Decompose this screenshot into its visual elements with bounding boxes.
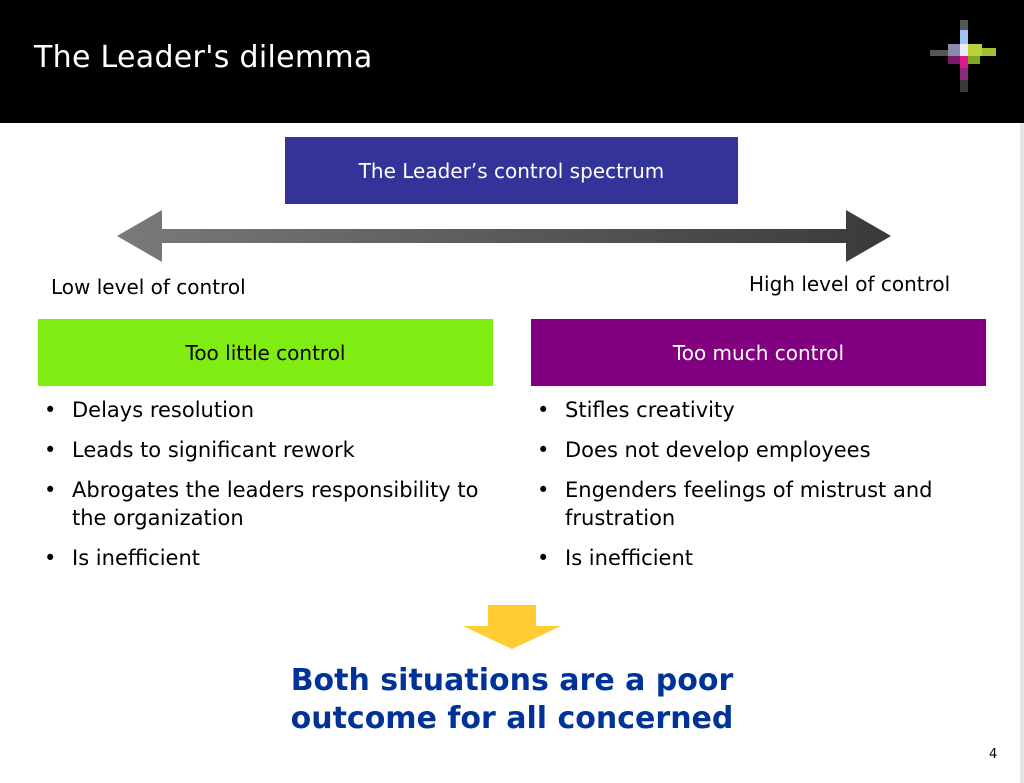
bullet-icon: • <box>537 478 550 502</box>
bullet-icon: • <box>44 398 57 422</box>
bullet-icon: • <box>44 438 57 462</box>
bullet-text: Does not develop employees <box>565 438 871 462</box>
list-item: • Delays resolution <box>38 396 498 424</box>
logo-icon <box>930 20 996 92</box>
bullet-text: Engenders feelings of mistrust and frust… <box>565 478 933 530</box>
right-edge-bar <box>1020 123 1024 783</box>
bullet-text: Delays resolution <box>72 398 255 422</box>
too-much-control-header: Too much control <box>531 319 986 386</box>
down-arrow-icon <box>463 605 561 649</box>
list-item: • Abrogates the leaders responsibility to… <box>38 476 498 532</box>
too-much-bullet-list: • Stifles creativity • Does not develop em… <box>531 396 971 584</box>
conclusion-line-2: outcome for all concerned <box>290 701 734 736</box>
bullet-text: Stifles creativity <box>565 398 735 422</box>
bullet-text: Is inefficient <box>72 546 201 570</box>
list-item: • Does not develop employees <box>531 436 971 464</box>
title-bar: The Leader's dilemma <box>0 0 1024 123</box>
bullet-text: Leads to significant rework <box>72 438 355 462</box>
conclusion-text: Both situations are a poor outcome for a… <box>212 662 812 738</box>
page-number: 4 <box>989 747 998 762</box>
too-little-control-header: Too little control <box>38 319 493 386</box>
spectrum-title-box: The Leader’s control spectrum <box>285 137 738 204</box>
list-item: • Leads to significant rework <box>38 436 498 464</box>
too-much-control-label: Too much control <box>672 340 845 365</box>
too-little-control-label: Too little control <box>185 340 346 365</box>
bullet-icon: • <box>537 438 550 462</box>
list-item: • Is inefficient <box>531 544 971 572</box>
conclusion-line-1: Both situations are a poor <box>290 663 734 698</box>
list-item: • Engenders feelings of mistrust and frus… <box>531 476 971 532</box>
high-control-label: High level of control <box>749 272 951 296</box>
bullet-icon: • <box>44 546 57 570</box>
spectrum-title: The Leader’s control spectrum <box>358 158 665 183</box>
low-control-label: Low level of control <box>51 275 246 299</box>
double-headed-arrow-icon <box>117 210 891 262</box>
list-item: • Stifles creativity <box>531 396 971 424</box>
list-item: • Is inefficient <box>38 544 498 572</box>
bullet-icon: • <box>44 478 57 502</box>
too-little-bullet-list: • Delays resolution • Leads to significant… <box>38 396 498 584</box>
slide-title: The Leader's dilemma <box>34 40 373 75</box>
bullet-icon: • <box>537 546 550 570</box>
bullet-text: Is inefficient <box>565 546 694 570</box>
bullet-text: Abrogates the leaders responsibility to … <box>72 478 479 530</box>
bullet-icon: • <box>537 398 550 422</box>
